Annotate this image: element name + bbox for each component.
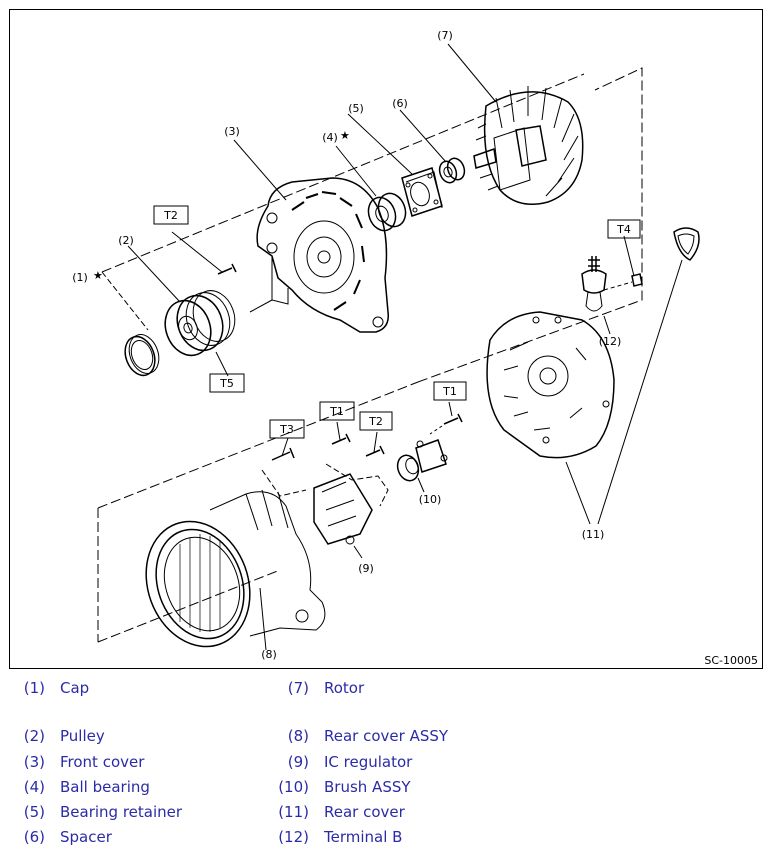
leader-line-2 <box>127 245 181 303</box>
torque-tag-t4: T4 <box>616 223 631 236</box>
torque-tag-t1-lower: T1 <box>329 405 344 418</box>
bolt-t1-lower <box>331 433 351 445</box>
bolt-t2-front <box>217 263 237 275</box>
callout-10: (10) <box>419 493 442 506</box>
legend-name: Rear cover <box>324 803 405 821</box>
brush-assy-part <box>396 439 448 482</box>
legend-number: (5) <box>23 803 45 821</box>
torque-tag-t2-lower-box <box>359 411 393 431</box>
callout-2: (2) <box>118 234 134 247</box>
torque-tag-t1-upper: T1 <box>442 385 457 398</box>
rotor-part <box>473 86 584 205</box>
spacer-part <box>438 157 466 184</box>
leader-line-t2-top <box>171 231 223 273</box>
bearing-retainer-part <box>401 167 443 217</box>
callout-9: (9) <box>358 562 374 575</box>
legend-number: (3) <box>23 753 45 771</box>
legend-number: (12) <box>278 828 309 846</box>
star-mark-4: ★ <box>340 129 350 142</box>
legend-name: Rear cover ASSY <box>324 727 449 745</box>
diagram-code: SC-10005 <box>704 654 758 667</box>
front-cover-part <box>249 177 389 333</box>
callout-12: (12) <box>599 335 622 348</box>
leader-line-11b <box>565 461 591 525</box>
leader-line-5 <box>347 113 413 175</box>
bolt-t2-lower <box>365 445 385 457</box>
leader-line-12 <box>603 315 611 335</box>
legend-name: Brush ASSY <box>324 778 411 796</box>
rear-cover-part <box>486 311 615 459</box>
legend-name: Pulley <box>60 727 105 745</box>
legend-name: Front cover <box>60 753 145 771</box>
boundary-line-right <box>417 67 643 383</box>
leader-line-6 <box>399 109 447 163</box>
torque-tag-t2-top-box <box>153 205 189 225</box>
leader-line-9 <box>353 545 363 559</box>
legend-number: (11) <box>278 803 309 821</box>
leader-line-t3 <box>281 437 289 457</box>
cap-part <box>124 334 160 377</box>
legend-number: (7) <box>287 679 309 697</box>
alternator-drawing: T2 T5 T4 T1 T1 T2 T3 (1) ★ (2) (3) (4) ★… <box>72 29 758 667</box>
bolt-t1-upper <box>443 413 463 425</box>
torque-tag-t3-box <box>269 419 305 439</box>
legend-number: (2) <box>23 727 45 745</box>
legend-name: Bearing retainer <box>60 803 183 821</box>
legend-name: Terminal B <box>324 828 403 846</box>
torque-tag-t2-lower: T2 <box>368 415 383 428</box>
torque-tag-t5-box <box>209 373 245 393</box>
boundary-line-bottom <box>97 569 281 643</box>
star-mark-1: ★ <box>93 269 103 282</box>
leader-line-t1-upper <box>448 401 453 417</box>
callout-6: (6) <box>392 97 408 110</box>
ic-regulator-part <box>313 463 389 545</box>
boundary-line-mid <box>97 381 419 509</box>
boundary-line-upper-left <box>101 271 149 331</box>
legend-number: (10) <box>278 778 309 796</box>
legend-name: IC regulator <box>324 753 413 771</box>
leader-line-8 <box>259 587 267 651</box>
exploded-diagram: T2 T5 T4 T1 T1 T2 T3 (1) ★ (2) (3) (4) ★… <box>9 9 763 669</box>
torque-tag-t5: T5 <box>219 377 234 390</box>
terminal-cover-part <box>673 227 700 261</box>
legend-number: (8) <box>287 727 309 745</box>
ball-bearing-part <box>367 192 407 232</box>
torque-tag-t1-lower-box <box>319 401 355 421</box>
bolt-t3 <box>271 447 295 461</box>
legend-name: Cap <box>60 679 90 697</box>
callout-7: (7) <box>437 29 453 42</box>
rear-cover-assy-part <box>145 489 326 648</box>
legend-number: (4) <box>23 778 45 796</box>
legend-number: (6) <box>23 828 45 846</box>
leader-line-t1-lower <box>336 421 341 441</box>
leader-line-7 <box>447 43 497 103</box>
leader-line-3 <box>233 139 287 201</box>
legend-number: (1) <box>23 679 45 697</box>
callout-4: (4) <box>322 131 338 144</box>
parts-legend: (1) Cap (2) Pulley (3) Front cover (4) B… <box>0 676 772 854</box>
leader-line-4 <box>335 145 377 197</box>
leader-line-t5 <box>215 351 229 377</box>
terminal-b-part <box>581 256 643 312</box>
torque-tag-t3: T3 <box>279 423 294 436</box>
torque-tag-t1-upper-box <box>433 381 467 401</box>
leader-line-t2-lower <box>373 431 378 453</box>
boundary-line-top <box>101 73 585 273</box>
callout-8: (8) <box>261 648 277 661</box>
callout-3: (3) <box>224 125 240 138</box>
callout-11: (11) <box>582 528 605 541</box>
torque-tag-t2-top: T2 <box>163 209 178 222</box>
legend-name: Rotor <box>324 679 365 697</box>
leader-line-10 <box>417 477 425 493</box>
legend-name: Ball bearing <box>60 778 150 796</box>
leader-line-11a <box>597 259 683 525</box>
legend-name: Spacer <box>60 828 112 846</box>
pulley-part <box>164 290 236 357</box>
callout-1: (1) <box>72 271 88 284</box>
torque-tag-t4-box <box>607 219 641 239</box>
legend-number: (9) <box>287 753 309 771</box>
callout-5: (5) <box>348 102 364 115</box>
leader-line-t4 <box>623 235 635 277</box>
